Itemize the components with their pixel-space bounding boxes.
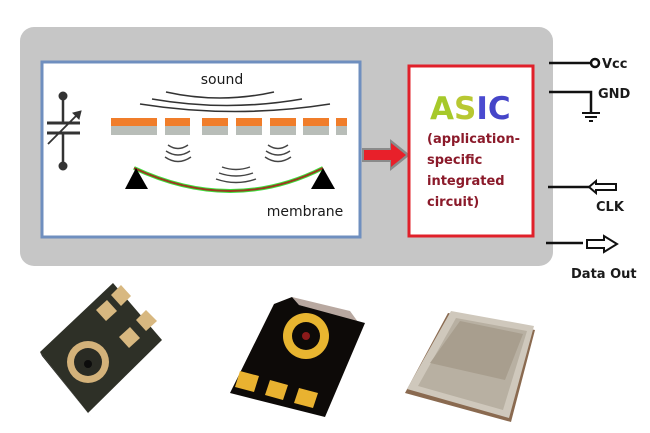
vibration-waves-icon <box>164 144 292 184</box>
asic-box <box>407 64 535 238</box>
backplate-segment-top <box>165 118 190 126</box>
data-out-label: Data Out <box>571 267 637 282</box>
pin-gnd: GND <box>549 87 631 122</box>
input-arrow-icon <box>587 178 617 196</box>
asic-desc-line: specific <box>427 153 482 168</box>
asic-letter: I <box>476 91 488 127</box>
terminal-icon <box>589 57 601 69</box>
clk-label: CLK <box>596 200 625 215</box>
backplate-segment-top <box>270 118 296 126</box>
backplate-segment-top <box>111 118 157 126</box>
backplate-segment-top <box>236 118 262 126</box>
backplate-segment-top <box>202 118 228 126</box>
asic-letter: A <box>430 91 454 127</box>
variable-capacitor-icon <box>47 91 82 171</box>
backplate-segment-top <box>303 118 329 126</box>
backplate-segment-bottom <box>165 126 190 135</box>
asic-desc-line: (application- <box>427 132 520 147</box>
asic-title: ASIC <box>430 91 511 127</box>
photo-mems-mic-bottom-port <box>40 283 162 418</box>
pin-clk: CLK <box>548 178 625 215</box>
backplate <box>111 118 347 135</box>
backplate-segment-bottom <box>270 126 296 135</box>
backplate-segment-bottom <box>202 126 228 135</box>
photo-mems-mic-ring-three-pads <box>230 297 365 417</box>
output-arrow-icon <box>586 234 619 254</box>
backplate-segment-bottom <box>236 126 262 135</box>
asic-desc-line: circuit) <box>427 195 479 210</box>
backplate-segment-top <box>336 118 347 126</box>
asic-letter: S <box>454 91 476 127</box>
pin-vcc: Vcc <box>549 57 627 72</box>
signal-arrow-icon <box>362 139 410 171</box>
asic-letter: C <box>488 91 511 127</box>
pin-data-out: Data Out <box>546 234 637 282</box>
vcc-label: Vcc <box>602 57 627 72</box>
left-support-icon <box>125 168 148 189</box>
right-support-icon <box>311 168 335 189</box>
gnd-label: GND <box>598 87 631 102</box>
membrane-label: membrane <box>267 204 344 220</box>
sound-label: sound <box>201 72 244 88</box>
photo-mems-mic-metal-can <box>405 311 535 422</box>
backplate-segment-bottom <box>303 126 329 135</box>
backplate-segment-bottom <box>336 126 347 135</box>
sound-waves-icon <box>139 91 331 113</box>
sensor-box <box>40 60 362 239</box>
membrane <box>133 166 324 193</box>
asic-desc-line: integrated <box>427 174 505 189</box>
backplate-segment-bottom <box>111 126 157 135</box>
